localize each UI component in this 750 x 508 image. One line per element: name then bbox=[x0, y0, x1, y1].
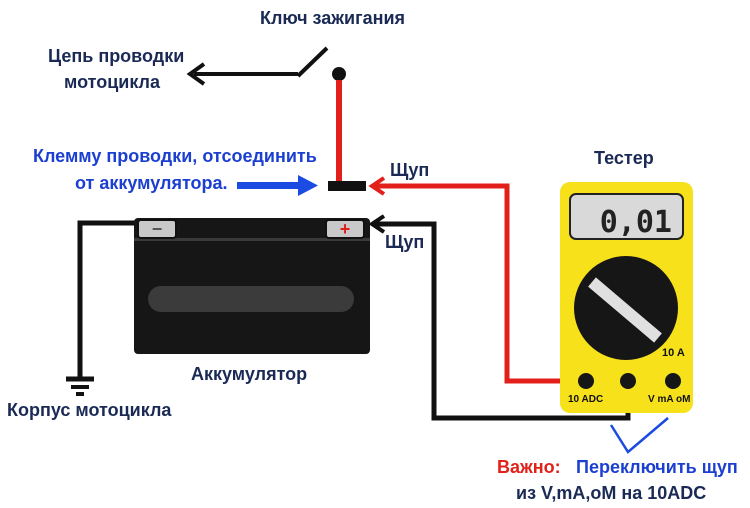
probe-top-label: Щуп bbox=[390, 160, 430, 180]
probe-bottom-label: Щуп bbox=[385, 232, 425, 252]
ground-wire bbox=[77, 220, 138, 378]
tester-label: Тестер bbox=[594, 148, 654, 168]
battery-plus-symbol: + bbox=[340, 219, 351, 239]
battery: − + bbox=[134, 218, 370, 354]
disconnect-label-line2: от аккумулятора. bbox=[75, 173, 228, 193]
disconnected-terminal bbox=[328, 181, 366, 191]
important-line1-label: Переключить щуп bbox=[576, 457, 738, 477]
tester-port-10adc-label: 10 ADC bbox=[568, 394, 603, 405]
ground-symbol-icon bbox=[66, 376, 94, 396]
wiring-circuit-wire bbox=[186, 62, 298, 86]
wiring-circuit-label-line2: мотоцикла bbox=[64, 72, 161, 92]
tester-port-vmaom bbox=[665, 373, 681, 389]
ignition-switch-icon bbox=[296, 46, 346, 81]
battery-minus-symbol: − bbox=[152, 219, 163, 239]
tester-display bbox=[569, 193, 684, 240]
tester-range-label: 10 A bbox=[662, 347, 685, 359]
important-line2-label: из V,mA,oM на 10ADC bbox=[516, 483, 707, 503]
battery-label: Аккумулятор bbox=[191, 364, 308, 384]
battery-minus-terminal bbox=[137, 219, 177, 239]
ignition-key-label: Ключ зажигания bbox=[260, 8, 406, 28]
battery-plus-terminal bbox=[325, 219, 365, 239]
important-prefix-label: Важно: bbox=[497, 457, 561, 477]
wiring-circuit-label-line1: Цепь проводки bbox=[48, 46, 185, 66]
tester-port-com bbox=[620, 373, 636, 389]
tester-port-10adc bbox=[578, 373, 594, 389]
important-pointer-icon bbox=[609, 417, 669, 454]
red-probe-wire bbox=[368, 176, 585, 384]
disconnect-label-line1: Клемму проводки, отсоединить bbox=[33, 146, 317, 166]
ground-label: Корпус мотоцикла bbox=[7, 400, 172, 420]
tester-display-value: 0,01 bbox=[600, 205, 672, 240]
tester: 0,01 10 A 10 ADC V mA oM bbox=[560, 182, 693, 413]
blue-arrow-icon bbox=[237, 175, 318, 196]
tester-port-vmaom-label: V mA oM bbox=[648, 394, 690, 405]
